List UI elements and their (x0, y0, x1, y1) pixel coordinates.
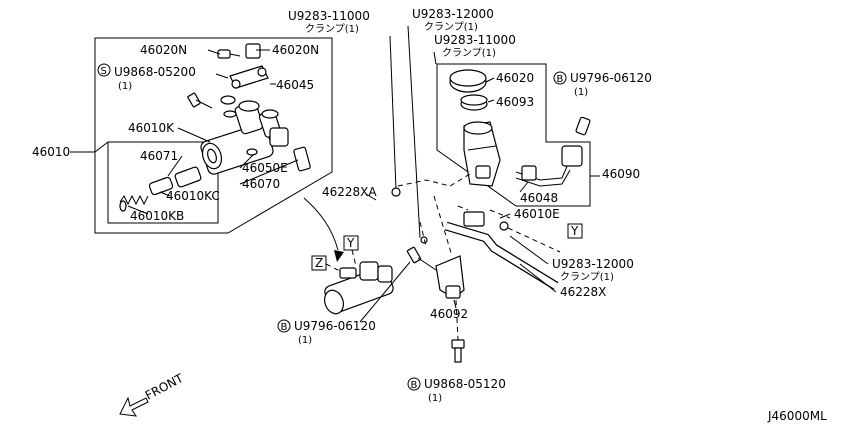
label-u9796-06120-bottom: U9796-06120 (294, 319, 376, 333)
b-badge-top-letter: B (557, 74, 564, 85)
label-46071: 46071 (140, 149, 178, 163)
label-u9868-05120: U9868-05120 (424, 377, 506, 391)
z-badge (311, 255, 327, 271)
z-badge-letter: Z (315, 256, 323, 270)
upper-leader-lines (127, 49, 299, 215)
b-badge-mid-letter: B (281, 322, 288, 333)
label-u9283-12000-bottom: U9283-12000 (552, 257, 634, 271)
label-u9868-05200-qty: (1) (118, 81, 132, 92)
label-u9868-05120-qty: (1) (428, 393, 442, 404)
front-arrow (119, 396, 149, 417)
label-46050e: 46050E (242, 161, 288, 175)
y-badge-left (343, 235, 359, 251)
diagram-code: J46000ML (767, 409, 827, 423)
label-46048: 46048 (520, 191, 558, 205)
label-46020n-left: 46020N (140, 43, 187, 57)
exploded-view-frame (94, 37, 333, 234)
label-u9283-11000-mid: U9283-11000 (434, 33, 516, 47)
label-46010kc: 46010KC (166, 189, 220, 203)
label-46010: 46010 (32, 145, 70, 159)
s-badge-letter: S (101, 66, 107, 77)
front-label: FRONT (143, 371, 186, 403)
direction-arrow (334, 250, 344, 262)
label-u9796-06120-bottom-qty: (1) (298, 335, 312, 346)
label-u9283-11000-top-sub: クランプ(1) (305, 23, 359, 35)
label-46020: 46020 (496, 71, 534, 85)
b-badge-bottom-letter: B (411, 380, 418, 391)
y-badge-right (567, 223, 583, 239)
label-u9283-11000-mid-sub: クランプ(1) (442, 47, 496, 59)
label-46092: 46092 (430, 307, 468, 321)
reservoir-assembly (449, 69, 591, 187)
s-badge (97, 63, 111, 77)
b-badge-top (553, 71, 567, 85)
y-badge-left-letter: Y (346, 236, 355, 250)
label-u9283-11000-top: U9283-11000 (288, 9, 370, 23)
label-46070: 46070 (242, 177, 280, 191)
y-badge-right-letter: Y (570, 224, 579, 238)
label-46010k: 46010K (128, 121, 175, 135)
label-46093: 46093 (496, 95, 534, 109)
label-u9796-06120-top: U9796-06120 (570, 71, 652, 85)
label-u9796-06120-top-qty: (1) (574, 87, 588, 98)
b-badge-mid (277, 319, 291, 333)
label-u9283-12000-top: U9283-12000 (412, 7, 494, 21)
label-46228x: 46228X (560, 285, 606, 299)
label-46010kb: 46010KB (130, 209, 184, 223)
label-46228xa: 46228XA (322, 185, 377, 199)
label-u9283-12000-top-sub: クランプ(1) (424, 21, 478, 33)
label-46045: 46045 (276, 78, 314, 92)
hoses (369, 187, 559, 290)
b-badge-bottom (407, 377, 421, 391)
label-u9868-05200: U9868-05200 (114, 65, 196, 79)
label-46020n-right: 46020N (272, 43, 319, 57)
label-46090: 46090 (602, 167, 640, 181)
sub-assembly-frame (107, 141, 219, 224)
label-u9283-12000-bottom-sub: クランプ(1) (560, 271, 614, 283)
label-46010e: 46010E (514, 207, 560, 221)
bolt-u9868-05120 (451, 339, 465, 363)
bracket-46092 (406, 246, 465, 299)
master-cylinder-installed (323, 261, 394, 315)
reservoir-frame (436, 63, 591, 207)
